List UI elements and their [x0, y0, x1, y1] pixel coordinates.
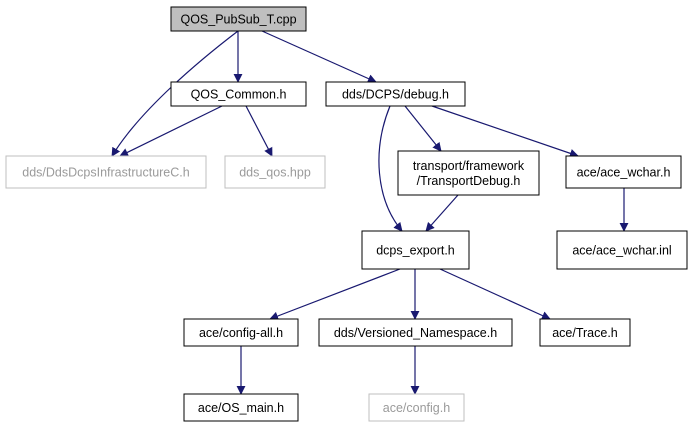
edge-root-to-debug	[261, 30, 377, 83]
node-label: transport/framework	[413, 159, 525, 173]
node-transport-debug[interactable]: transport/framework/TransportDebug.h	[397, 150, 540, 196]
node-label: ace/config-all.h	[199, 326, 283, 340]
node-label: ace/config.h	[383, 401, 450, 415]
node-ddsdcps-infra[interactable]: dds/DdsDcpsInfrastructureC.h	[5, 155, 207, 189]
node-box	[539, 318, 631, 347]
node-label: dcps_export.h	[376, 244, 455, 258]
node-box	[170, 6, 307, 32]
node-box	[556, 230, 688, 270]
edge-qos-common-to-dds-qos	[245, 105, 273, 157]
node-versioned-ns[interactable]: dds/Versioned_Namespace.h	[318, 318, 513, 347]
edge-debug-to-dcps-export	[378, 105, 403, 232]
node-box	[325, 81, 466, 107]
node-label: /TransportDebug.h	[417, 174, 521, 188]
node-box	[368, 393, 465, 422]
node-label: QOS_Common.h	[191, 88, 287, 102]
node-box	[183, 393, 299, 422]
node-box	[224, 155, 326, 189]
node-box	[183, 318, 299, 347]
node-label: dds/DdsDcpsInfrastructureC.h	[22, 166, 189, 180]
edge-debug-to-transport-debug	[404, 105, 442, 152]
edge-dcps-export-to-config-all	[269, 268, 401, 321]
node-ace-wchar-inl[interactable]: ace/ace_wchar.inl	[556, 230, 688, 270]
edge-dcps-export-to-trace	[439, 268, 551, 320]
node-trace[interactable]: ace/Trace.h	[539, 318, 631, 347]
node-label: QOS_PubSub_T.cpp	[180, 13, 296, 27]
node-box	[565, 155, 682, 189]
node-label: dds_qos.hpp	[239, 166, 311, 180]
node-label: dds/Versioned_Namespace.h	[334, 326, 497, 340]
node-dcps-export[interactable]: dcps_export.h	[361, 230, 470, 270]
node-qos-common[interactable]: QOS_Common.h	[170, 81, 307, 107]
node-label: ace/OS_main.h	[198, 401, 284, 415]
node-box	[397, 150, 540, 196]
node-box	[361, 230, 470, 270]
edge-transport-debug-to-dcps-export	[425, 194, 459, 232]
edges-layer	[111, 30, 629, 395]
node-root[interactable]: QOS_PubSub_T.cpp	[170, 6, 307, 32]
node-box	[318, 318, 513, 347]
node-config[interactable]: ace/config.h	[368, 393, 465, 422]
node-debug[interactable]: dds/DCPS/debug.h	[325, 81, 466, 107]
edge-qos-common-to-ddsdcps-infra	[119, 105, 223, 157]
node-label: ace/Trace.h	[552, 326, 618, 340]
node-os-main[interactable]: ace/OS_main.h	[183, 393, 299, 422]
node-box	[170, 81, 307, 107]
node-label: ace/ace_wchar.inl	[572, 244, 671, 258]
node-box	[5, 155, 207, 189]
node-config-all[interactable]: ace/config-all.h	[183, 318, 299, 347]
node-label: dds/DCPS/debug.h	[342, 88, 449, 102]
node-dds-qos[interactable]: dds_qos.hpp	[224, 155, 326, 189]
edge-debug-to-ace-wchar	[431, 105, 579, 158]
node-ace-wchar[interactable]: ace/ace_wchar.h	[565, 155, 682, 189]
node-label: ace/ace_wchar.h	[577, 166, 671, 180]
